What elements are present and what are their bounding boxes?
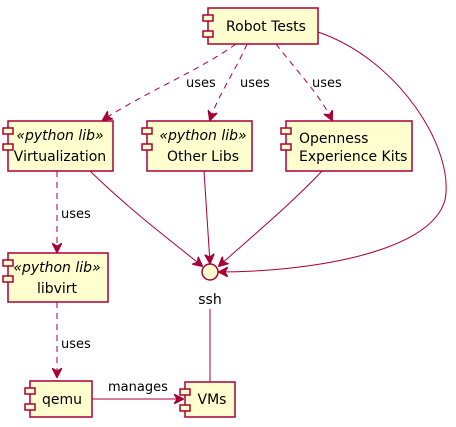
edge-label-qemu-vms: manages	[108, 380, 168, 395]
component-tab-icon	[2, 275, 14, 283]
component-openness-label-line2: Experience Kits	[299, 149, 407, 165]
edge-virtualization-to-ssh	[89, 170, 202, 266]
component-tab-icon	[202, 14, 214, 22]
component-tab-icon	[2, 127, 14, 135]
component-tab-icon	[280, 143, 292, 151]
component-tab-icon	[141, 143, 153, 151]
edge-other-libs-to-ssh	[203, 170, 210, 263]
component-other-libs: «python lib» Other Libs	[141, 120, 253, 172]
component-tab-icon	[24, 387, 36, 395]
edge-label-robot-virtualization: uses	[186, 76, 216, 91]
edges: uses uses uses uses uses manages	[57, 31, 447, 399]
component-openness-experience-kits: Openness Experience Kits	[280, 120, 413, 172]
component-tab-icon	[202, 30, 214, 38]
edge-robot-to-ssh	[219, 31, 447, 272]
edge-label-libvirt-qemu: uses	[61, 337, 91, 352]
edge-label-virt-libvirt: uses	[61, 207, 91, 222]
component-virtualization: «python lib» Virtualization	[2, 120, 114, 172]
component-tab-icon	[24, 403, 36, 411]
edge-robot-to-openness	[275, 43, 332, 120]
component-vms: VMs	[179, 381, 236, 418]
ssh-lollipop-icon	[201, 263, 219, 281]
component-libvirt-label: libvirt	[37, 281, 78, 297]
component-vms-label: VMs	[198, 392, 227, 408]
component-libvirt: «python lib» libvirt	[2, 252, 109, 303]
component-tab-icon	[141, 127, 153, 135]
component-tab-icon	[179, 388, 191, 396]
component-virtualization-label: Virtualization	[14, 149, 106, 165]
component-virtualization-stereotype: «python lib»	[16, 128, 103, 144]
component-qemu-label: qemu	[42, 392, 82, 408]
component-qemu: qemu	[24, 380, 93, 418]
edge-label-robot-other-libs: uses	[240, 76, 270, 91]
component-other-libs-label: Other Libs	[167, 149, 239, 165]
component-openness-label-line1: Openness	[299, 131, 368, 147]
component-tab-icon	[2, 259, 14, 267]
ssh-interface: ssh	[198, 263, 222, 308]
ssh-label: ssh	[198, 292, 221, 308]
component-libvirt-stereotype: «python lib»	[13, 260, 100, 276]
component-robot-tests-label: Robot Tests	[226, 19, 306, 35]
component-robot-tests: Robot Tests	[202, 7, 319, 45]
component-tab-icon	[280, 127, 292, 135]
edge-openness-to-ssh	[219, 170, 323, 266]
edge-robot-to-virtualization	[103, 43, 237, 120]
component-tab-icon	[2, 143, 14, 151]
component-other-libs-stereotype: «python lib»	[159, 128, 246, 144]
edge-label-robot-openness: uses	[312, 76, 342, 91]
component-tab-icon	[179, 404, 191, 412]
